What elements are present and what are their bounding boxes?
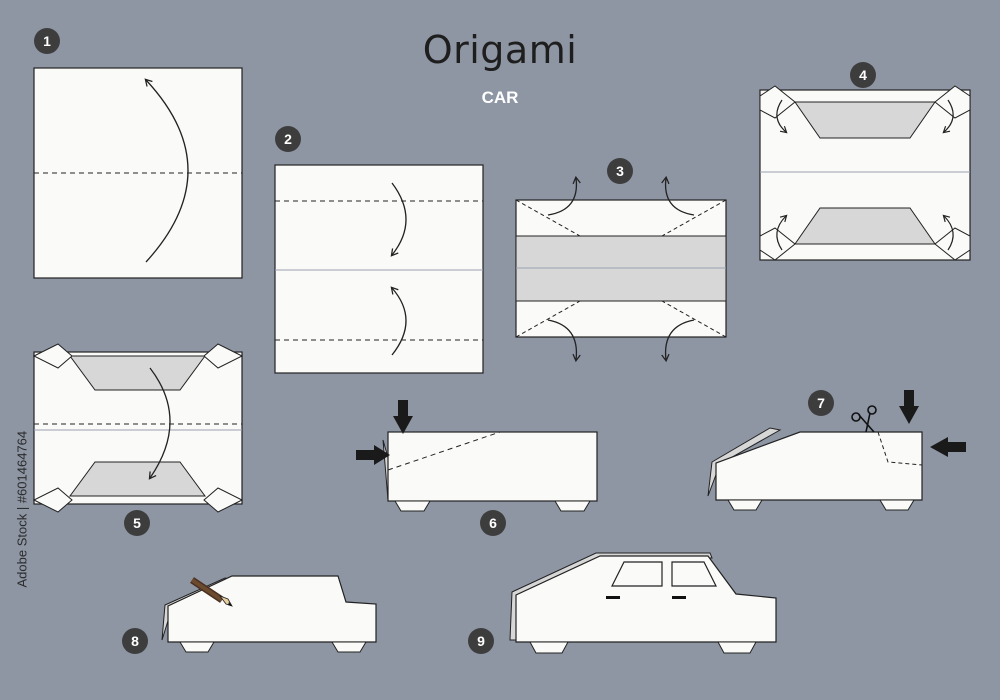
push-left-arrow-icon <box>930 437 966 457</box>
page-title: Origami <box>422 28 578 72</box>
step-badge-8: 8 <box>122 628 148 654</box>
pencil-icon <box>190 577 233 607</box>
step-badge-3: 3 <box>607 158 633 184</box>
step-2-diagram <box>274 164 484 374</box>
step-badge-6: 6 <box>480 510 506 536</box>
step-5-diagram <box>32 343 244 513</box>
step-badge-7: 7 <box>808 390 834 416</box>
step-9-diagram <box>509 552 777 654</box>
step-badge-4: 4 <box>850 62 876 88</box>
page-subtitle: CAR <box>481 88 519 107</box>
step-badge-9: 9 <box>468 628 494 654</box>
push-down-arrow-icon <box>899 390 919 424</box>
step-7-diagram <box>707 390 966 511</box>
step-badge-2: 2 <box>275 126 301 152</box>
step-badge-1: 1 <box>34 28 60 54</box>
step-6-diagram <box>356 400 598 512</box>
push-right-arrow-icon <box>356 445 390 465</box>
step-1-diagram <box>33 67 243 279</box>
step-badge-5: 5 <box>124 510 150 536</box>
push-down-arrow-icon <box>393 400 413 434</box>
step-3-diagram <box>515 175 727 363</box>
scissors-icon <box>851 405 877 433</box>
step-4-diagram <box>759 85 971 261</box>
step-8-diagram <box>161 575 377 653</box>
